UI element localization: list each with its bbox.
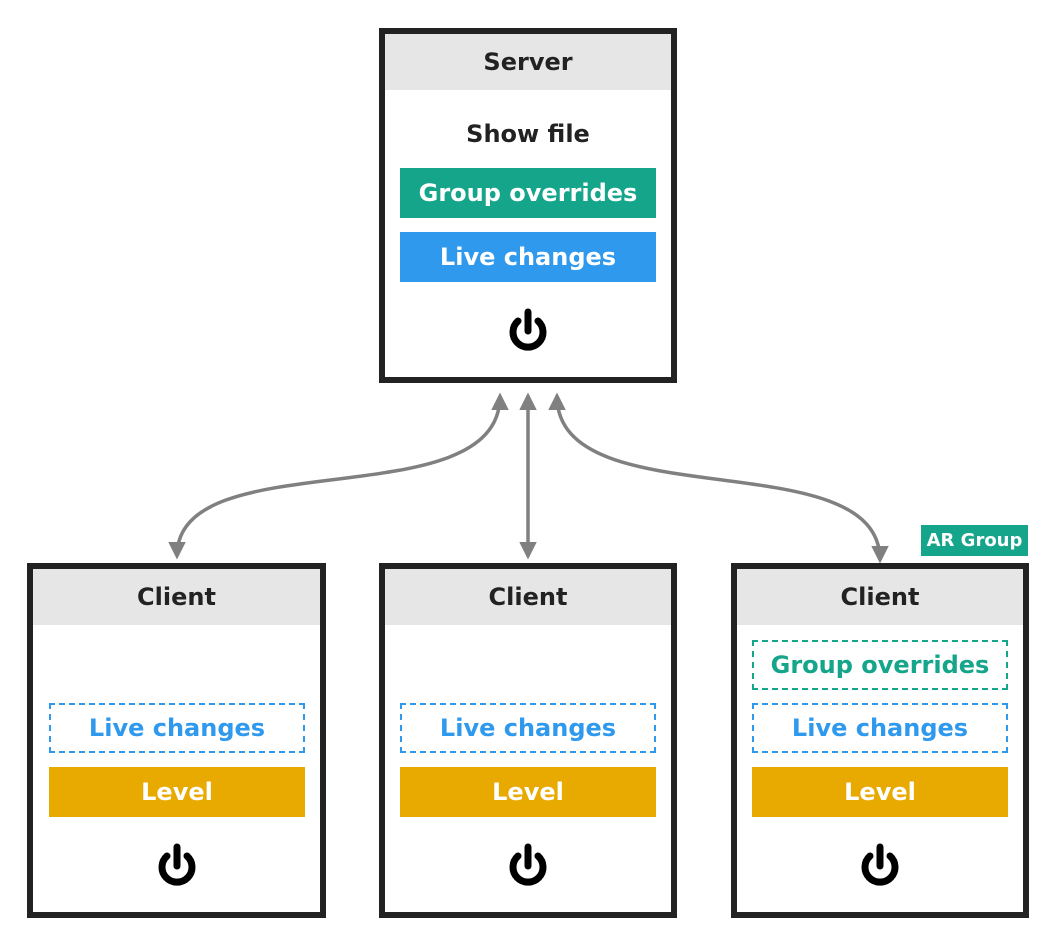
live-changes-block: Live changes xyxy=(49,703,305,753)
power-icon xyxy=(509,308,547,351)
power-icon xyxy=(861,843,899,886)
server-box: Server Show file Group overrides Live ch… xyxy=(379,28,677,383)
level-block: Level xyxy=(49,767,305,817)
power-icon xyxy=(509,843,547,886)
power-icon xyxy=(158,843,196,886)
client-title: Client xyxy=(737,569,1023,625)
level-block: Level xyxy=(752,767,1008,817)
client-box-3: Client Group overrides Live changes Leve… xyxy=(731,563,1029,918)
live-changes-block: Live changes xyxy=(400,232,656,282)
level-block: Level xyxy=(400,767,656,817)
client-box-2: Client Live changes Level xyxy=(379,563,677,918)
ar-group-tag: AR Group xyxy=(921,525,1028,556)
client-title: Client xyxy=(33,569,320,625)
server-title: Server xyxy=(385,34,671,90)
group-overrides-block: Group overrides xyxy=(752,640,1008,690)
client-box-1: Client Live changes Level xyxy=(27,563,326,918)
live-changes-block: Live changes xyxy=(400,703,656,753)
show-file-label: Show file xyxy=(466,120,590,148)
arrow-server-client-3 xyxy=(548,392,889,564)
client-title: Client xyxy=(385,569,671,625)
group-overrides-block: Group overrides xyxy=(400,168,656,218)
live-changes-block: Live changes xyxy=(752,703,1008,753)
arrow-server-client-1 xyxy=(168,392,509,560)
